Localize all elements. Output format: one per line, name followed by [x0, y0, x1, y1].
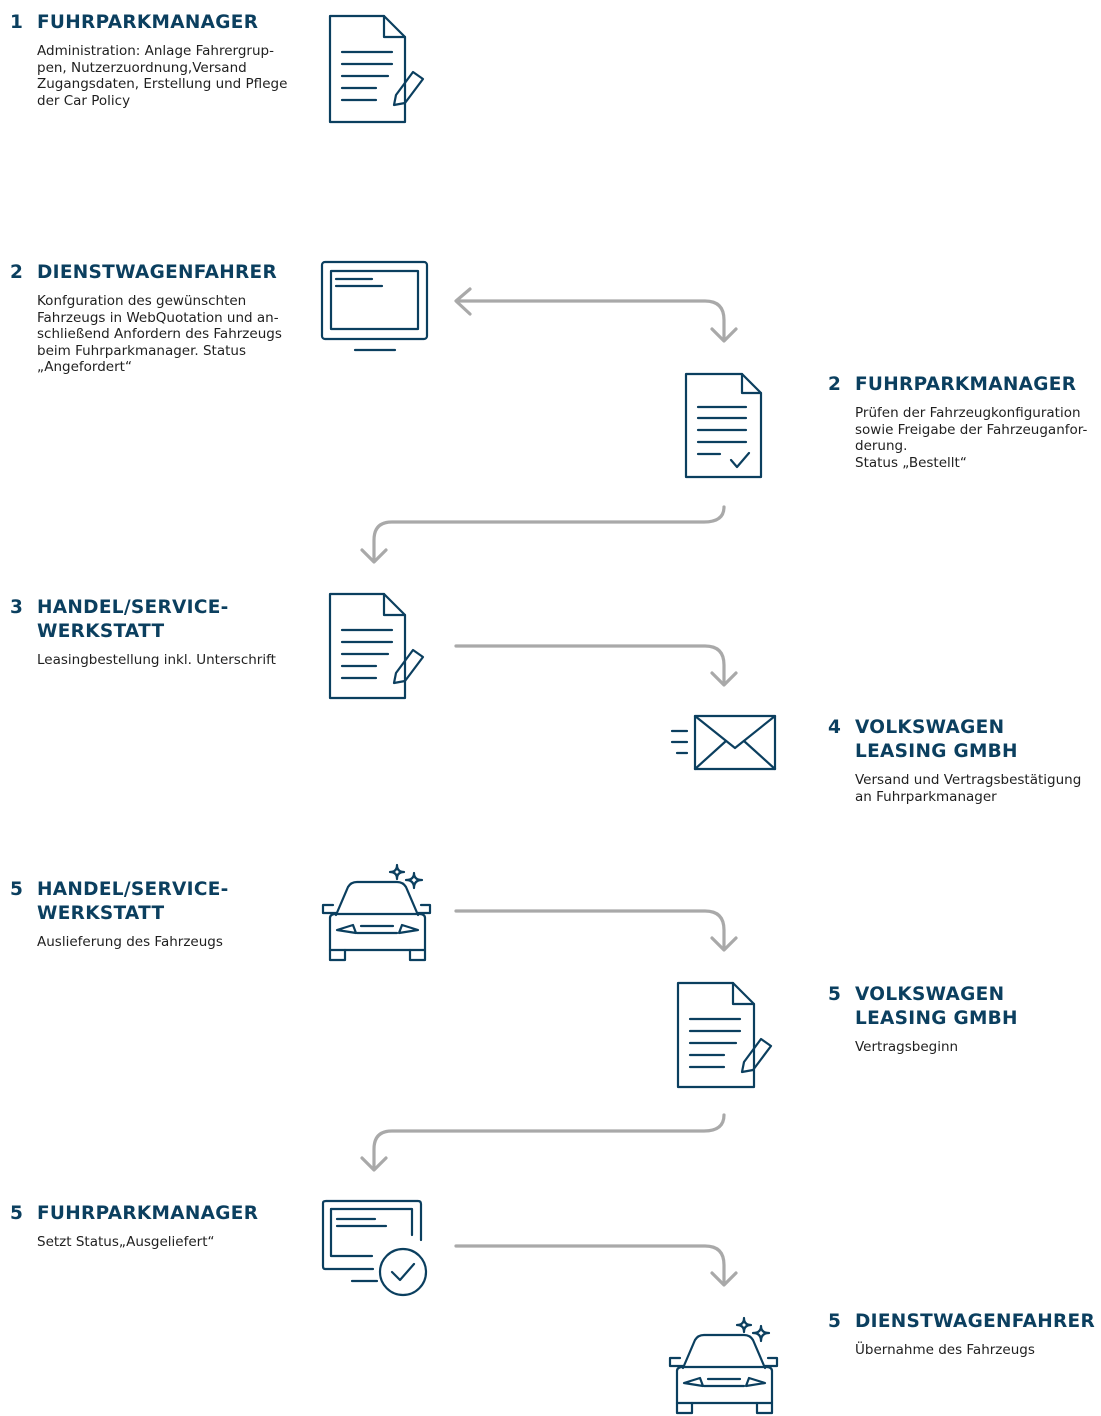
step-description: Konfguration des gewünschten Fahrzeugs i…: [37, 293, 282, 375]
step-number: 1: [10, 12, 24, 33]
document-pen-icon: [328, 14, 425, 124]
arrow-connector: [454, 644, 738, 687]
document-check-icon: [684, 372, 763, 479]
step-description: Administration: Anlage Fahrergrup- pen, …: [37, 43, 288, 109]
step-number: 5: [10, 879, 24, 900]
step-number: 5: [10, 1203, 24, 1224]
arrow-connector: [360, 505, 726, 564]
step-3-handel-service: 3 HANDEL/SERVICE- WERKSTATT Leasingbestel…: [10, 596, 276, 669]
arrow-connector: [454, 1244, 738, 1287]
step-description: Vertragsbeginn: [855, 1039, 959, 1055]
step-description: Versand und Vertragsbestätigung an Fuhrp…: [855, 772, 1082, 805]
car-sparkle-icon: [668, 1316, 779, 1415]
step-title: VOLKSWAGEN LEASING GMBH: [855, 717, 1018, 762]
arrow-connector: [454, 909, 738, 952]
step-number: 3: [10, 597, 24, 618]
step-title: VOLKSWAGEN LEASING GMBH: [855, 984, 1018, 1029]
step-2-dienstwagenfahrer: 2 DIENSTWAGENFAHRER Konfguration des gewü…: [10, 261, 282, 376]
step-description: Auslieferung des Fahrzeugs: [37, 934, 223, 950]
monitor-check-icon: [321, 1199, 428, 1297]
step-description: Setzt Status„Ausgeliefert“: [37, 1234, 215, 1250]
step-description: Leasingbestellung inkl. Unterschrift: [37, 652, 276, 668]
step-title: FUHRPARKMANAGER: [855, 374, 1077, 395]
document-pen-icon: [328, 592, 425, 700]
step-1-fuhrparkmanager: 1 FUHRPARKMANAGER Administration: Anlage …: [10, 11, 287, 109]
step-description: Prüfen der Fahrzeugkonfiguration sowie F…: [855, 405, 1088, 471]
document-pen-icon: [676, 981, 773, 1089]
step-title: DIENSTWAGENFAHRER: [37, 262, 278, 283]
arrow-connector: [360, 1113, 726, 1172]
step-title: HANDEL/SERVICE- WERKSTATT: [37, 597, 229, 642]
step-5-dienstwagenfahrer: 5 DIENSTWAGENFAHRER Übernahme des Fahrzeu…: [828, 1310, 1095, 1359]
step-number: 4: [828, 717, 842, 738]
step-number: 5: [828, 984, 842, 1005]
step-title: HANDEL/SERVICE- WERKSTATT: [37, 879, 229, 924]
step-5-fuhrparkmanager: 5 FUHRPARKMANAGER Setzt Status„Ausgeliefe…: [10, 1202, 258, 1251]
envelope-icon: [670, 714, 777, 771]
step-4-volkswagen-leasing: 4 VOLKSWAGEN LEASING GMBH Versand und Ver…: [828, 716, 1081, 805]
step-2-fuhrparkmanager: 2 FUHRPARKMANAGER Prüfen der Fahrzeugkonf…: [828, 373, 1087, 471]
step-5-volkswagen-leasing: 5 VOLKSWAGEN LEASING GMBH Vertragsbeginn: [828, 983, 1018, 1056]
step-title: FUHRPARKMANAGER: [37, 1203, 259, 1224]
double-arrow: [454, 287, 738, 343]
monitor-icon: [320, 260, 429, 352]
step-number: 5: [828, 1311, 842, 1332]
step-number: 2: [10, 262, 24, 283]
step-5-handel-service: 5 HANDEL/SERVICE- WERKSTATT Auslieferung …: [10, 878, 229, 951]
step-title: FUHRPARKMANAGER: [37, 12, 259, 33]
car-sparkle-icon: [321, 863, 432, 962]
step-number: 2: [828, 374, 842, 395]
step-title: DIENSTWAGENFAHRER: [855, 1311, 1096, 1332]
step-description: Übernahme des Fahrzeugs: [855, 1342, 1035, 1358]
